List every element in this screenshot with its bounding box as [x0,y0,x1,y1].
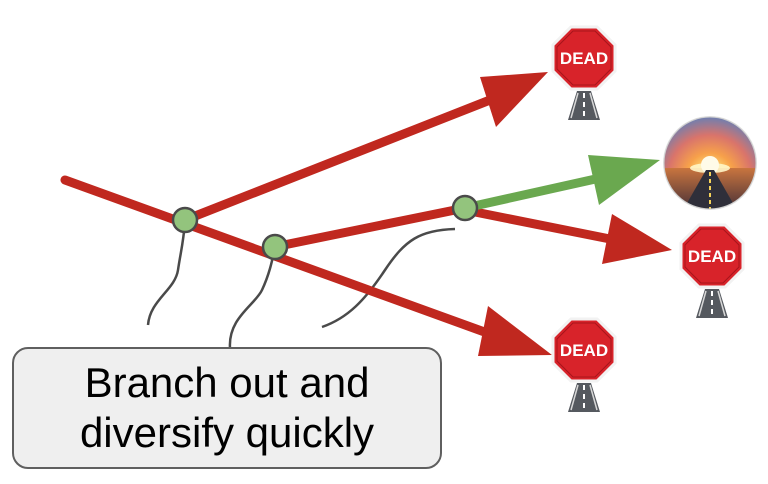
branch-node [171,206,199,234]
arrowhead-top-dead-end [480,72,548,127]
arrowhead-right-dead-end [602,214,672,264]
branch-node [261,233,289,261]
success-branch-line [460,173,605,213]
connector-line [146,221,187,326]
dead-sign-label: DEAD [560,49,608,68]
caption-line-2: diversify quickly [79,409,375,456]
upper-branch-line [180,95,495,225]
caption-box: Branch out and diversify quickly [12,347,442,469]
connector-line [228,246,277,349]
connector-line [321,227,456,329]
dead-end-sign-icon: DEAD [679,223,745,320]
dead-end-sign-icon: DEAD [551,317,617,414]
caption-line-1: Branch out and [84,359,370,406]
branch-node [451,194,479,222]
dead-end-sign-icon: DEAD [551,25,617,122]
arrowhead-bottom-dead-end [478,306,552,356]
middle-branch-line [269,203,470,252]
arrowhead-success [588,155,660,205]
sunrise-road-icon [663,116,757,210]
lower-right-branch-line [460,205,615,244]
dead-sign-label: DEAD [688,247,736,266]
dead-sign-label: DEAD [560,341,608,360]
